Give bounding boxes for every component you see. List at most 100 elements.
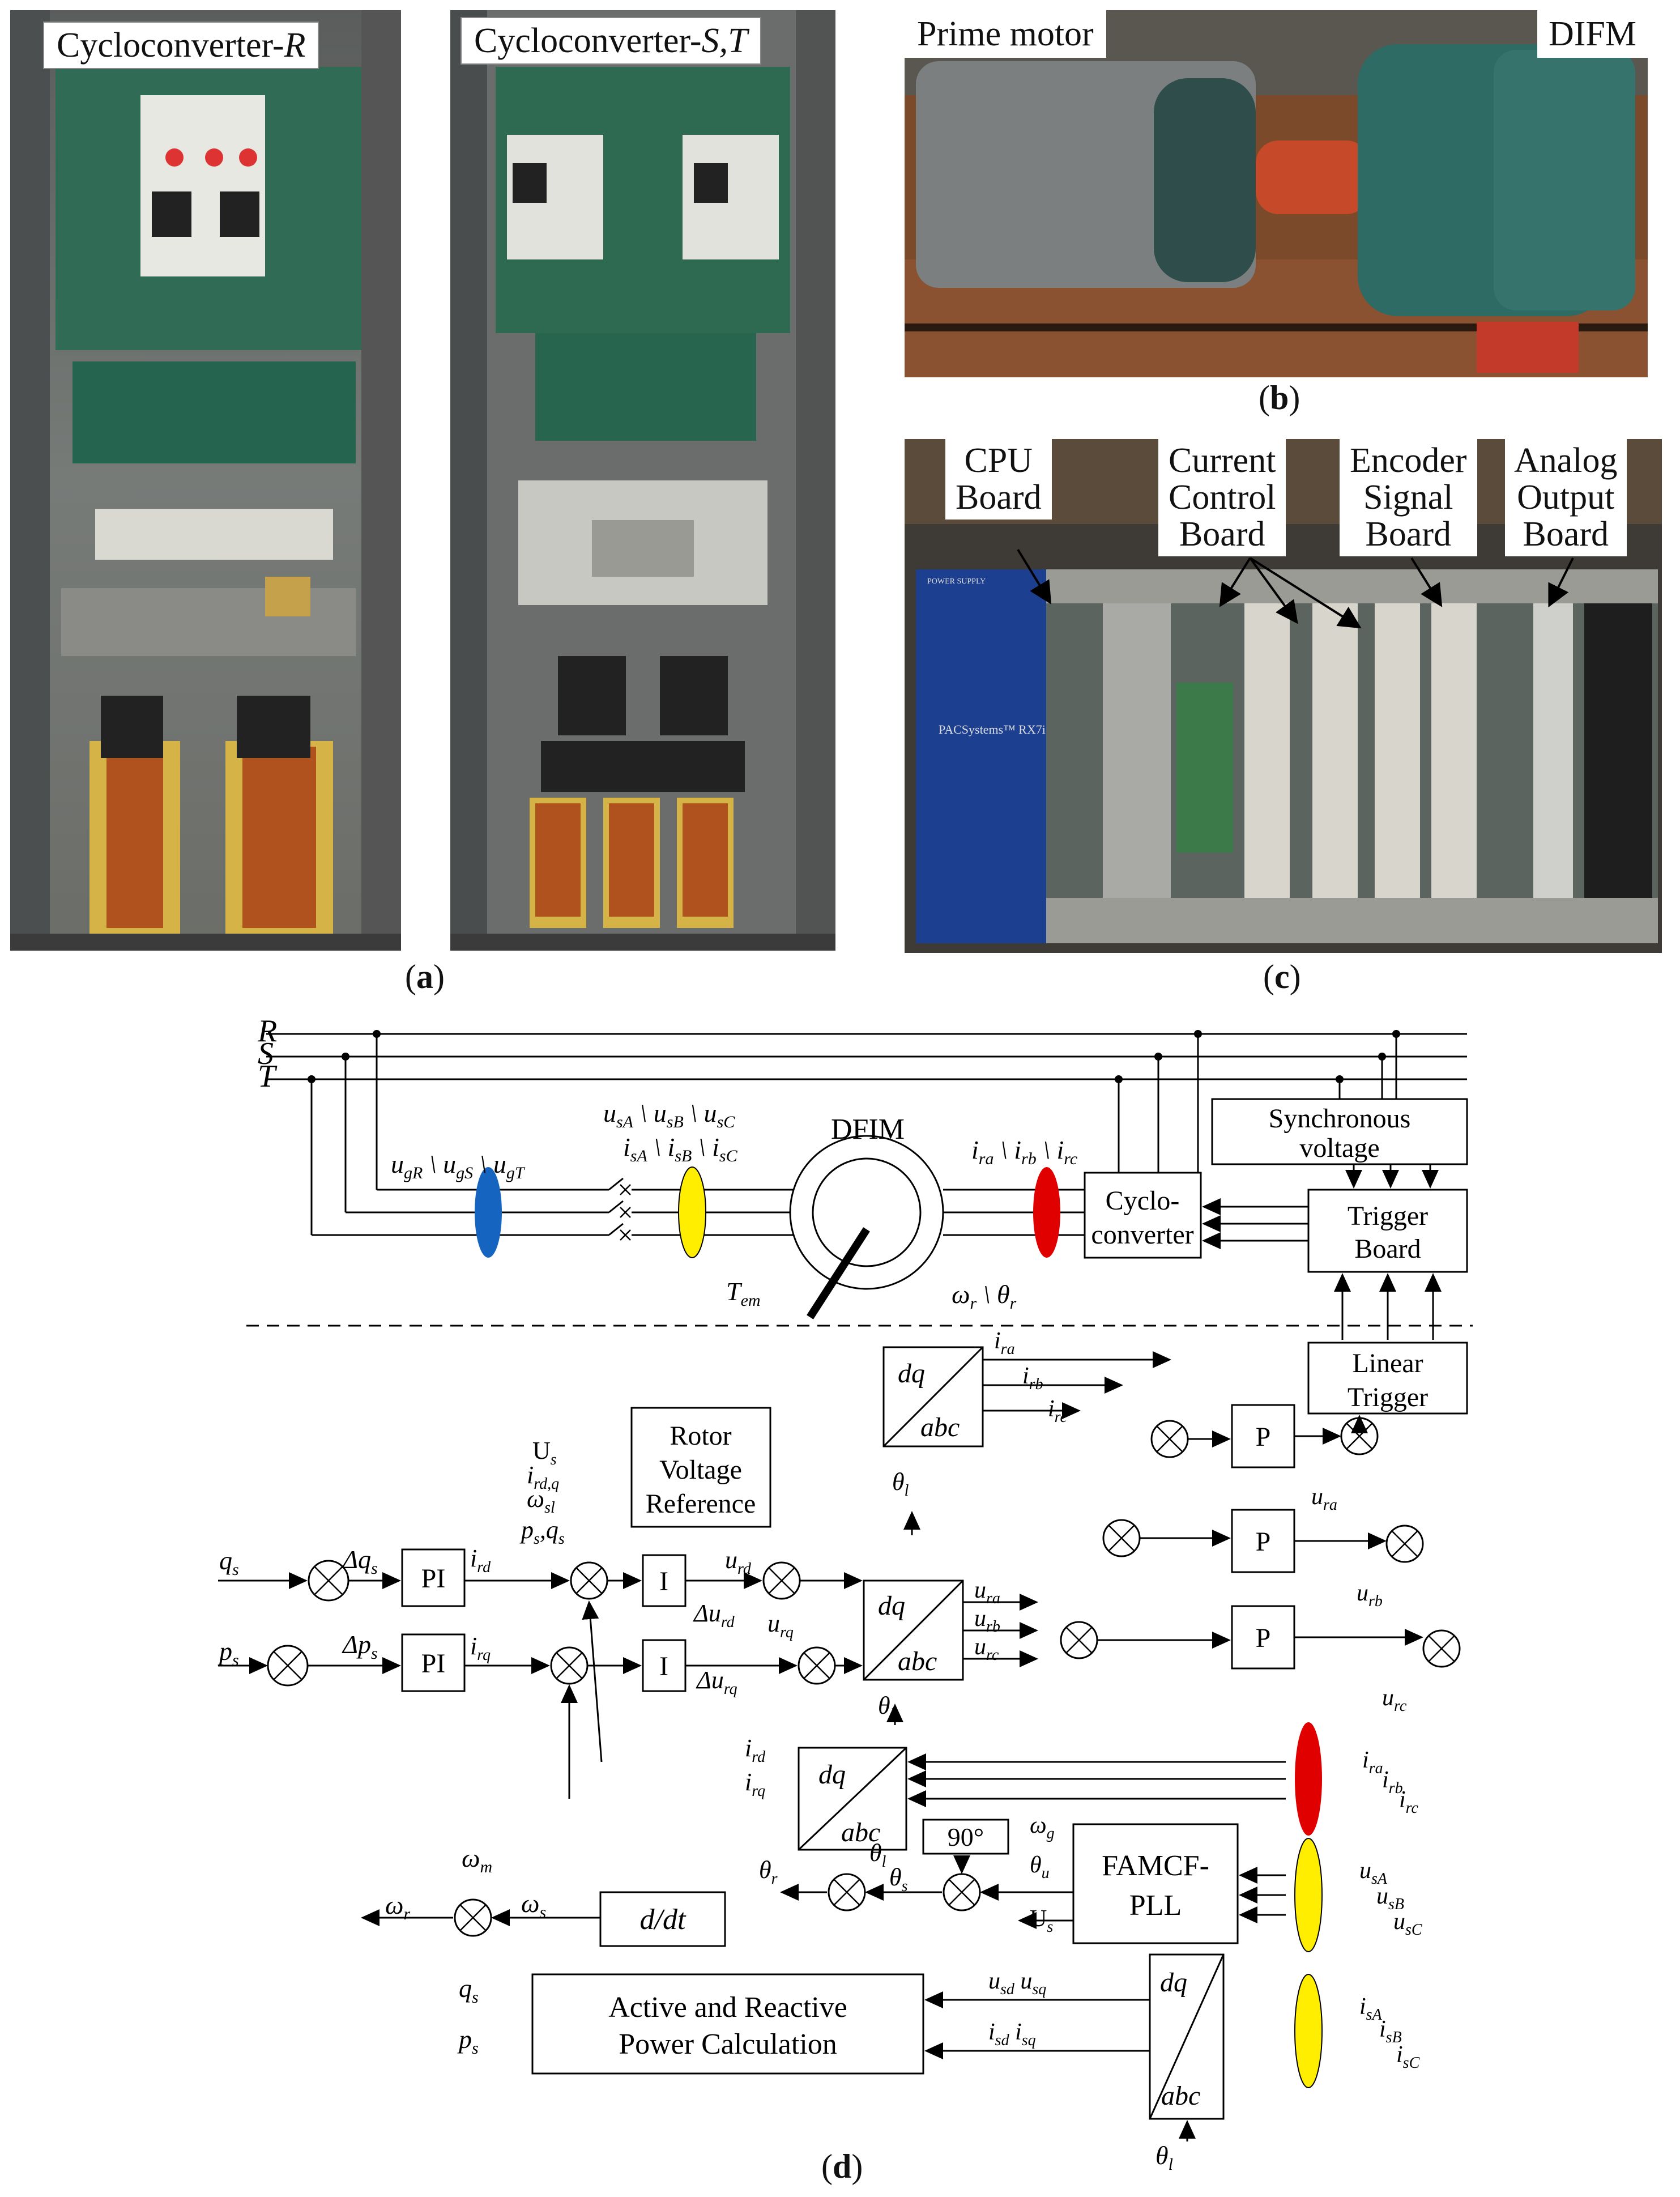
trigger-board-block: Trigger Board xyxy=(1307,1189,1468,1273)
famcf-pll-block: FAMCF- PLL xyxy=(1072,1823,1239,1944)
svg-text:urd: urd xyxy=(725,1546,752,1578)
svg-text:irc: irc xyxy=(1399,1787,1419,1817)
svg-text:Δurq: Δurq xyxy=(696,1666,737,1698)
svg-text:Us: Us xyxy=(1030,1906,1053,1936)
stator-voltage-sensor xyxy=(1294,1838,1323,1952)
svg-text:voltage: voltage xyxy=(1299,1133,1379,1163)
svg-text:dq: dq xyxy=(898,1359,925,1389)
svg-text:abc: abc xyxy=(1161,2081,1200,2111)
svg-text:usA \ usB \ usC: usA \ usB \ usC xyxy=(603,1098,735,1131)
svg-text:ωr \ θr: ωr \ θr xyxy=(952,1280,1017,1313)
svg-text:I: I xyxy=(659,1566,668,1596)
svg-text:converter: converter xyxy=(1091,1220,1193,1250)
svg-text:Δurd: Δurd xyxy=(693,1599,735,1631)
svg-text:ura: ura xyxy=(974,1577,1000,1607)
svg-text:ira: ira xyxy=(1362,1747,1383,1777)
p-block-c: P xyxy=(1231,1605,1295,1670)
svg-text:Cyclo-: Cyclo- xyxy=(1106,1186,1180,1216)
dq-abc-lower: dq abc xyxy=(798,1747,907,1851)
dq-abc-top: dq abc xyxy=(882,1346,984,1447)
svg-text:ωm: ωm xyxy=(462,1843,492,1876)
rotor-sensor-red xyxy=(1033,1167,1060,1258)
svg-text:90°: 90° xyxy=(948,1823,984,1851)
svg-text:irq: irq xyxy=(745,1768,765,1800)
svg-text:abc: abc xyxy=(841,1817,880,1847)
svg-text:S: S xyxy=(258,1036,274,1071)
photo-cycloconverter-r: Cycloconverter-R xyxy=(10,10,401,951)
svg-text:urb: urb xyxy=(974,1606,1000,1636)
svg-text:ωg: ωg xyxy=(1030,1812,1055,1842)
dq-abc-bottom: dq abc xyxy=(1149,1953,1225,2120)
svg-text:ura: ura xyxy=(1311,1484,1337,1514)
photo-cycloconverter-st: Cycloconverter-S,T xyxy=(450,10,835,951)
svg-text:Board: Board xyxy=(1354,1234,1421,1264)
svg-text:DFIM: DFIM xyxy=(831,1113,905,1146)
svg-text:irb: irb xyxy=(1022,1363,1043,1393)
svg-text:urc: urc xyxy=(1382,1685,1407,1715)
rotor-voltage-reference-block: Rotor Voltage Reference xyxy=(630,1407,771,1528)
voltage-sensor-blue xyxy=(475,1167,502,1258)
svg-text:usd usq: usd usq xyxy=(988,1968,1046,1998)
stator-current-sensor xyxy=(1294,1974,1323,2088)
caption-a: (a) xyxy=(405,958,445,995)
caption-d: (d) xyxy=(821,2148,863,2185)
svg-text:isA \ isB \ isC: isA \ isB \ isC xyxy=(623,1132,738,1165)
svg-text:ωs: ωs xyxy=(521,1889,546,1922)
stator-sensor-yellow xyxy=(678,1166,706,1258)
svg-text:FAMCF-: FAMCF- xyxy=(1102,1850,1209,1882)
angle-90-block: 90° xyxy=(922,1819,1009,1855)
svg-text:isC: isC xyxy=(1396,2042,1420,2072)
svg-text:P: P xyxy=(1256,1422,1271,1452)
i-block-d: I xyxy=(642,1554,687,1607)
svg-text:I: I xyxy=(659,1651,668,1681)
caption-c: (c) xyxy=(1263,958,1301,995)
svg-text:ωr: ωr xyxy=(385,1891,410,1923)
svg-text:Trigger: Trigger xyxy=(1348,1382,1428,1412)
svg-text:Δqs: Δqs xyxy=(342,1545,378,1578)
svg-text:Power Calculation: Power Calculation xyxy=(619,2028,837,2060)
label-arrows xyxy=(1017,548,1574,629)
svg-text:d/dt: d/dt xyxy=(640,1904,687,1936)
svg-text:ird: ird xyxy=(745,1734,766,1766)
svg-text:isd isq: isd isq xyxy=(988,2019,1036,2049)
svg-text:PACSystems™ RX7i: PACSystems™ RX7i xyxy=(939,722,1046,736)
svg-text:PI: PI xyxy=(421,1649,446,1679)
label-cycloconverter-r: Cycloconverter-R xyxy=(43,22,319,70)
svg-text:θr: θr xyxy=(759,1856,778,1888)
svg-text:irq: irq xyxy=(470,1632,491,1664)
svg-text:urq: urq xyxy=(767,1610,794,1641)
svg-text:θs: θs xyxy=(889,1863,908,1895)
svg-text:usC: usC xyxy=(1393,1909,1422,1939)
svg-text:dq: dq xyxy=(1160,1968,1187,1998)
svg-text:T: T xyxy=(258,1059,278,1094)
i-block-q: I xyxy=(642,1639,687,1692)
svg-text:Reference: Reference xyxy=(646,1489,756,1519)
svg-text:Trigger: Trigger xyxy=(1348,1201,1428,1231)
svg-text:P: P xyxy=(1256,1527,1271,1557)
svg-text:Rotor: Rotor xyxy=(670,1421,731,1451)
synchronous-voltage-block: Synchronous voltage xyxy=(1211,1098,1468,1165)
ddt-block: d/dt xyxy=(599,1891,726,1947)
svg-text:ps,qs: ps,qs xyxy=(519,1516,565,1548)
p-block-b: P xyxy=(1231,1509,1295,1573)
svg-text:PI: PI xyxy=(421,1564,446,1594)
svg-text:θu: θu xyxy=(1030,1852,1050,1882)
svg-text:ird: ird xyxy=(470,1544,491,1576)
dq-abc-middle: dq abc xyxy=(863,1579,964,1681)
svg-text:Active and Reactive: Active and Reactive xyxy=(608,1991,847,2024)
svg-text:qs: qs xyxy=(219,1546,239,1579)
svg-text:θl: θl xyxy=(1155,2141,1173,2174)
svg-text:P: P xyxy=(1256,1623,1271,1653)
svg-text:Tem: Tem xyxy=(726,1277,761,1310)
svg-text:ps: ps xyxy=(457,2025,479,2058)
rotor-current-sensor xyxy=(1295,1722,1322,1836)
svg-text:Synchronous: Synchronous xyxy=(1269,1104,1411,1134)
power-calculation-block: Active and Reactive Power Calculation xyxy=(531,1973,924,2075)
pi-block-p: PI xyxy=(401,1633,466,1692)
linear-trigger-block: Linear Trigger xyxy=(1307,1342,1468,1415)
cycloconverter-block: Cyclo- converter xyxy=(1084,1172,1202,1259)
svg-text:POWER SUPPLY: POWER SUPPLY xyxy=(927,577,986,586)
